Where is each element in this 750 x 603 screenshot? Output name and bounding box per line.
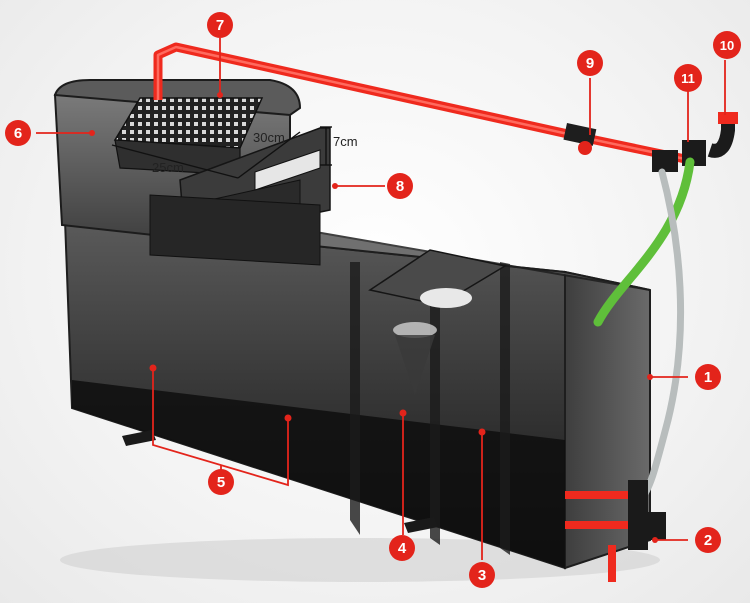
callout-1: 1	[695, 364, 721, 390]
callout-8: 8	[387, 173, 413, 199]
clear-hose	[636, 168, 685, 504]
callout-2: 2	[695, 527, 721, 553]
callout-5-label: 5	[217, 474, 225, 491]
callout-6: 6	[5, 120, 31, 146]
dim-width-label: 30cm	[253, 130, 285, 145]
dim-height-label: 7cm	[333, 134, 358, 149]
callout-10-label: 10	[720, 38, 734, 53]
dim-line-length	[111, 144, 239, 179]
callout-6-label: 6	[14, 125, 22, 142]
callout-5: 5	[208, 469, 234, 495]
leader-lines	[36, 38, 726, 560]
callout-1-label: 1	[704, 369, 712, 386]
elbow-fitting	[652, 150, 678, 172]
drain-hole	[420, 288, 472, 308]
callout-7: 7	[207, 12, 233, 38]
baffle-1	[350, 262, 360, 535]
callout-3: 3	[469, 562, 495, 588]
bulkhead	[393, 322, 437, 338]
drawer-slot	[254, 149, 321, 191]
pump-valve	[648, 512, 666, 540]
lower-box	[149, 194, 321, 266]
callout-11-label: 11	[681, 71, 695, 86]
overhead-pipe-highlight	[156, 45, 691, 162]
callout-10: 10	[713, 31, 741, 59]
pump-manifold	[628, 480, 648, 550]
dim-line-width	[237, 131, 301, 179]
dim-length-label: 25cm	[152, 160, 184, 175]
callout-4: 4	[389, 535, 415, 561]
filter-tray	[113, 97, 264, 149]
callout-9-label: 9	[586, 55, 594, 72]
cone	[395, 335, 435, 395]
baffle-3	[500, 262, 510, 555]
callout-4-label: 4	[398, 540, 407, 557]
green-hose	[593, 157, 695, 327]
leader-dots	[89, 92, 658, 543]
callout-2-label: 2	[704, 532, 712, 549]
callout-3-label: 3	[478, 567, 486, 584]
refugium-top	[368, 249, 508, 306]
foot-left	[122, 430, 156, 446]
callout-7-label: 7	[216, 17, 224, 34]
callout-9: 9	[577, 50, 603, 76]
callout-8-label: 8	[396, 178, 404, 195]
outlet-cap	[718, 112, 738, 124]
ball-valve	[563, 123, 597, 146]
sump-bottom	[72, 380, 565, 568]
foot-right	[404, 517, 438, 533]
outlet-elbow	[707, 120, 735, 158]
valve-knob	[578, 141, 592, 155]
callout-11: 11	[674, 64, 702, 92]
